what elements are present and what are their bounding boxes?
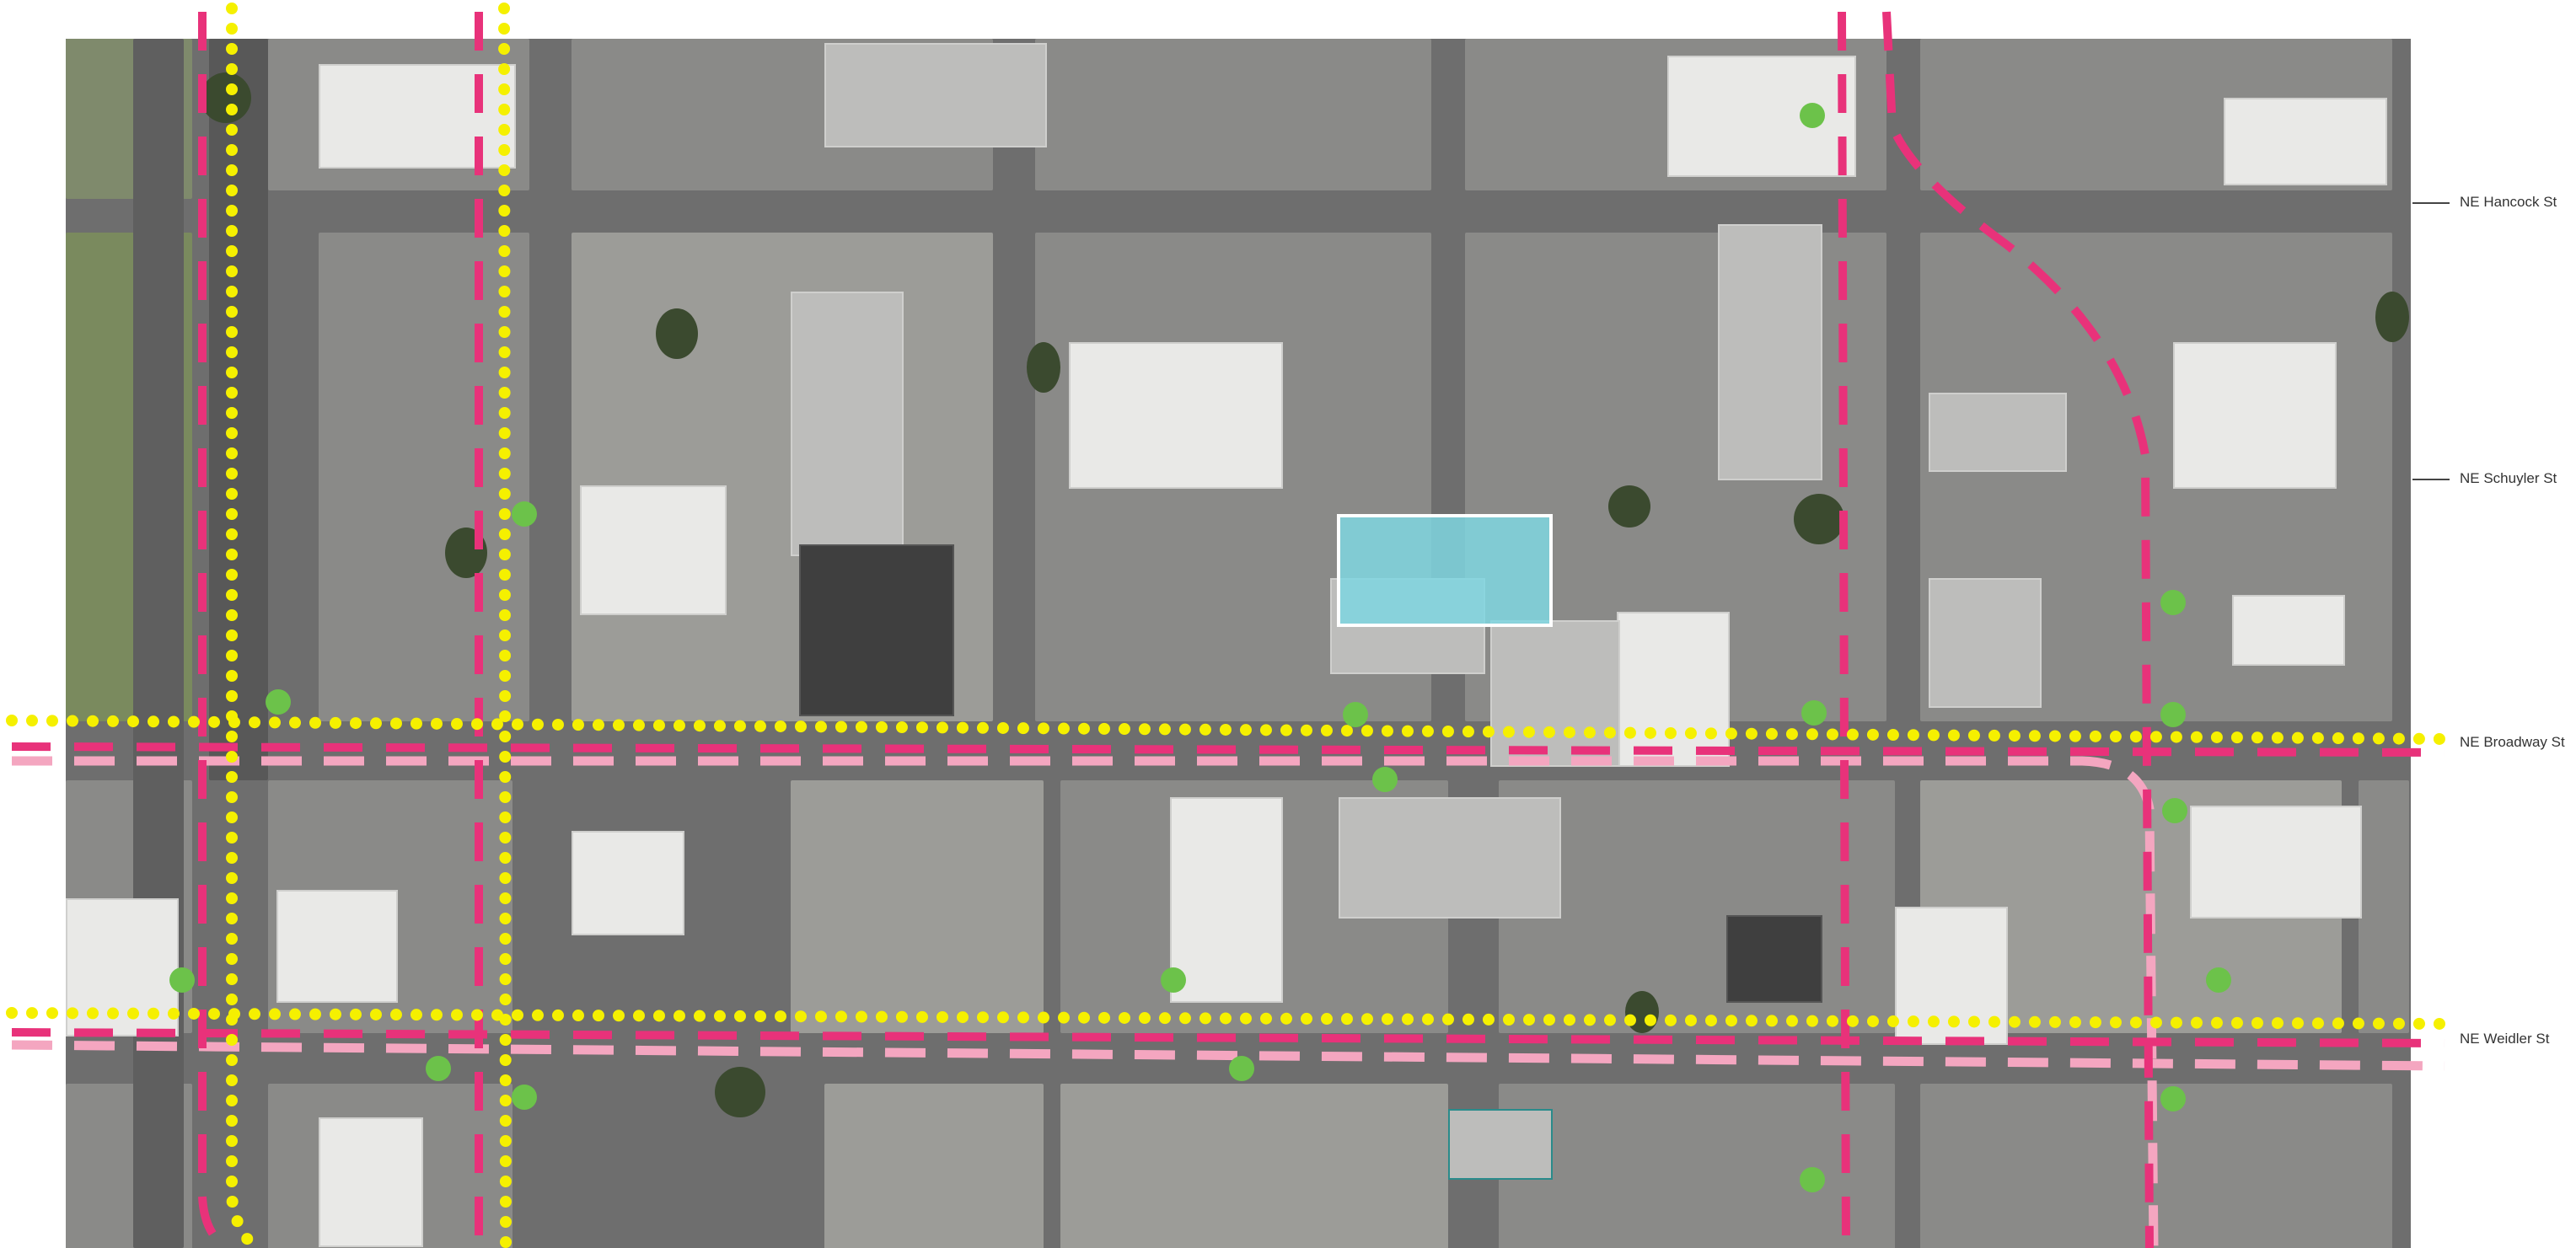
green-marker: [2162, 798, 2187, 823]
yellow-route-vertical-1: [226, 3, 259, 1248]
building: [1448, 1109, 1553, 1180]
pink-route-weidler: [11, 1040, 2445, 1071]
magenta-route-vertical-4: [1882, 11, 2154, 1248]
magenta-route-vertical-3: [1838, 11, 1850, 1248]
building: [1726, 915, 1822, 1003]
building: [572, 831, 684, 935]
building: [1170, 797, 1283, 1003]
green-marker: [2160, 590, 2186, 615]
tree: [1794, 494, 1844, 544]
parking-lot: [824, 1084, 1044, 1248]
tree: [201, 72, 251, 123]
building: [1339, 797, 1561, 919]
green-marker: [1800, 1167, 1825, 1192]
green-marker: [512, 501, 537, 527]
street-label-hancock: NE Hancock St: [2460, 194, 2557, 210]
freeway: [209, 39, 268, 780]
magenta-route-layer: [11, 11, 2445, 1248]
yellow-route-broadway: [6, 715, 2450, 745]
hancock-leader-line: [2412, 202, 2450, 204]
building: [66, 898, 179, 1036]
tree: [2375, 292, 2409, 342]
schuyler-leader-line: [2412, 479, 2450, 480]
pink-route-layer: [11, 756, 2445, 1248]
green-marker: [266, 689, 291, 715]
tree: [1027, 342, 1060, 393]
building: [1490, 620, 1620, 767]
magenta-route-weidler: [11, 1028, 2445, 1047]
pink-route-broadway: [12, 756, 2159, 1248]
green-marker: [1801, 700, 1827, 726]
tree: [1608, 485, 1650, 528]
street-label-weidler: NE Weidler St: [2460, 1031, 2550, 1047]
green-marker: [2160, 1086, 2186, 1111]
building: [1929, 578, 2042, 708]
green-marker: [1800, 103, 1825, 128]
building: [2232, 595, 2345, 666]
green-marker: [1372, 767, 1398, 792]
building: [319, 1117, 423, 1247]
magenta-route-broadway: [11, 742, 2445, 757]
city-block: [1499, 1084, 1895, 1248]
tree: [715, 1067, 765, 1117]
green-marker: [169, 967, 195, 993]
tree: [656, 308, 698, 359]
green-marker: [1343, 702, 1368, 727]
street-label-schuyler: NE Schuyler St: [2460, 470, 2557, 486]
green-marker: [2206, 967, 2231, 993]
green-marker: [426, 1056, 451, 1081]
parking-lot: [1060, 1084, 1448, 1248]
street-label-broadway: NE Broadway St: [2460, 734, 2565, 750]
yellow-route-layer: [6, 3, 2450, 1248]
building: [2190, 806, 2362, 919]
tree: [1625, 991, 1659, 1033]
yellow-route-weidler: [6, 1007, 2450, 1030]
building: [1069, 342, 1283, 489]
green-marker-layer: [169, 103, 2231, 1192]
green-marker: [1161, 967, 1186, 993]
aerial-map[interactable]: [66, 39, 2411, 1248]
city-block: [2359, 780, 2409, 1033]
building: [2173, 342, 2337, 489]
building: [1718, 224, 1822, 480]
building: [1929, 393, 2067, 472]
yellow-route-vertical-2: [498, 3, 512, 1248]
project-site[interactable]: [1337, 514, 1553, 627]
green-marker: [2160, 702, 2186, 727]
building: [276, 890, 398, 1003]
magenta-route-vertical-1: [198, 12, 227, 1248]
green-marker: [1229, 1056, 1254, 1081]
building: [799, 544, 954, 716]
city-block: [319, 233, 529, 721]
building: [2224, 98, 2387, 185]
city-block: [1035, 39, 1431, 190]
parking-lot: [791, 780, 1044, 1033]
building: [580, 485, 727, 615]
building: [1617, 612, 1730, 767]
building: [824, 43, 1047, 147]
city-block: [1499, 780, 1895, 1033]
green-marker: [512, 1085, 537, 1110]
